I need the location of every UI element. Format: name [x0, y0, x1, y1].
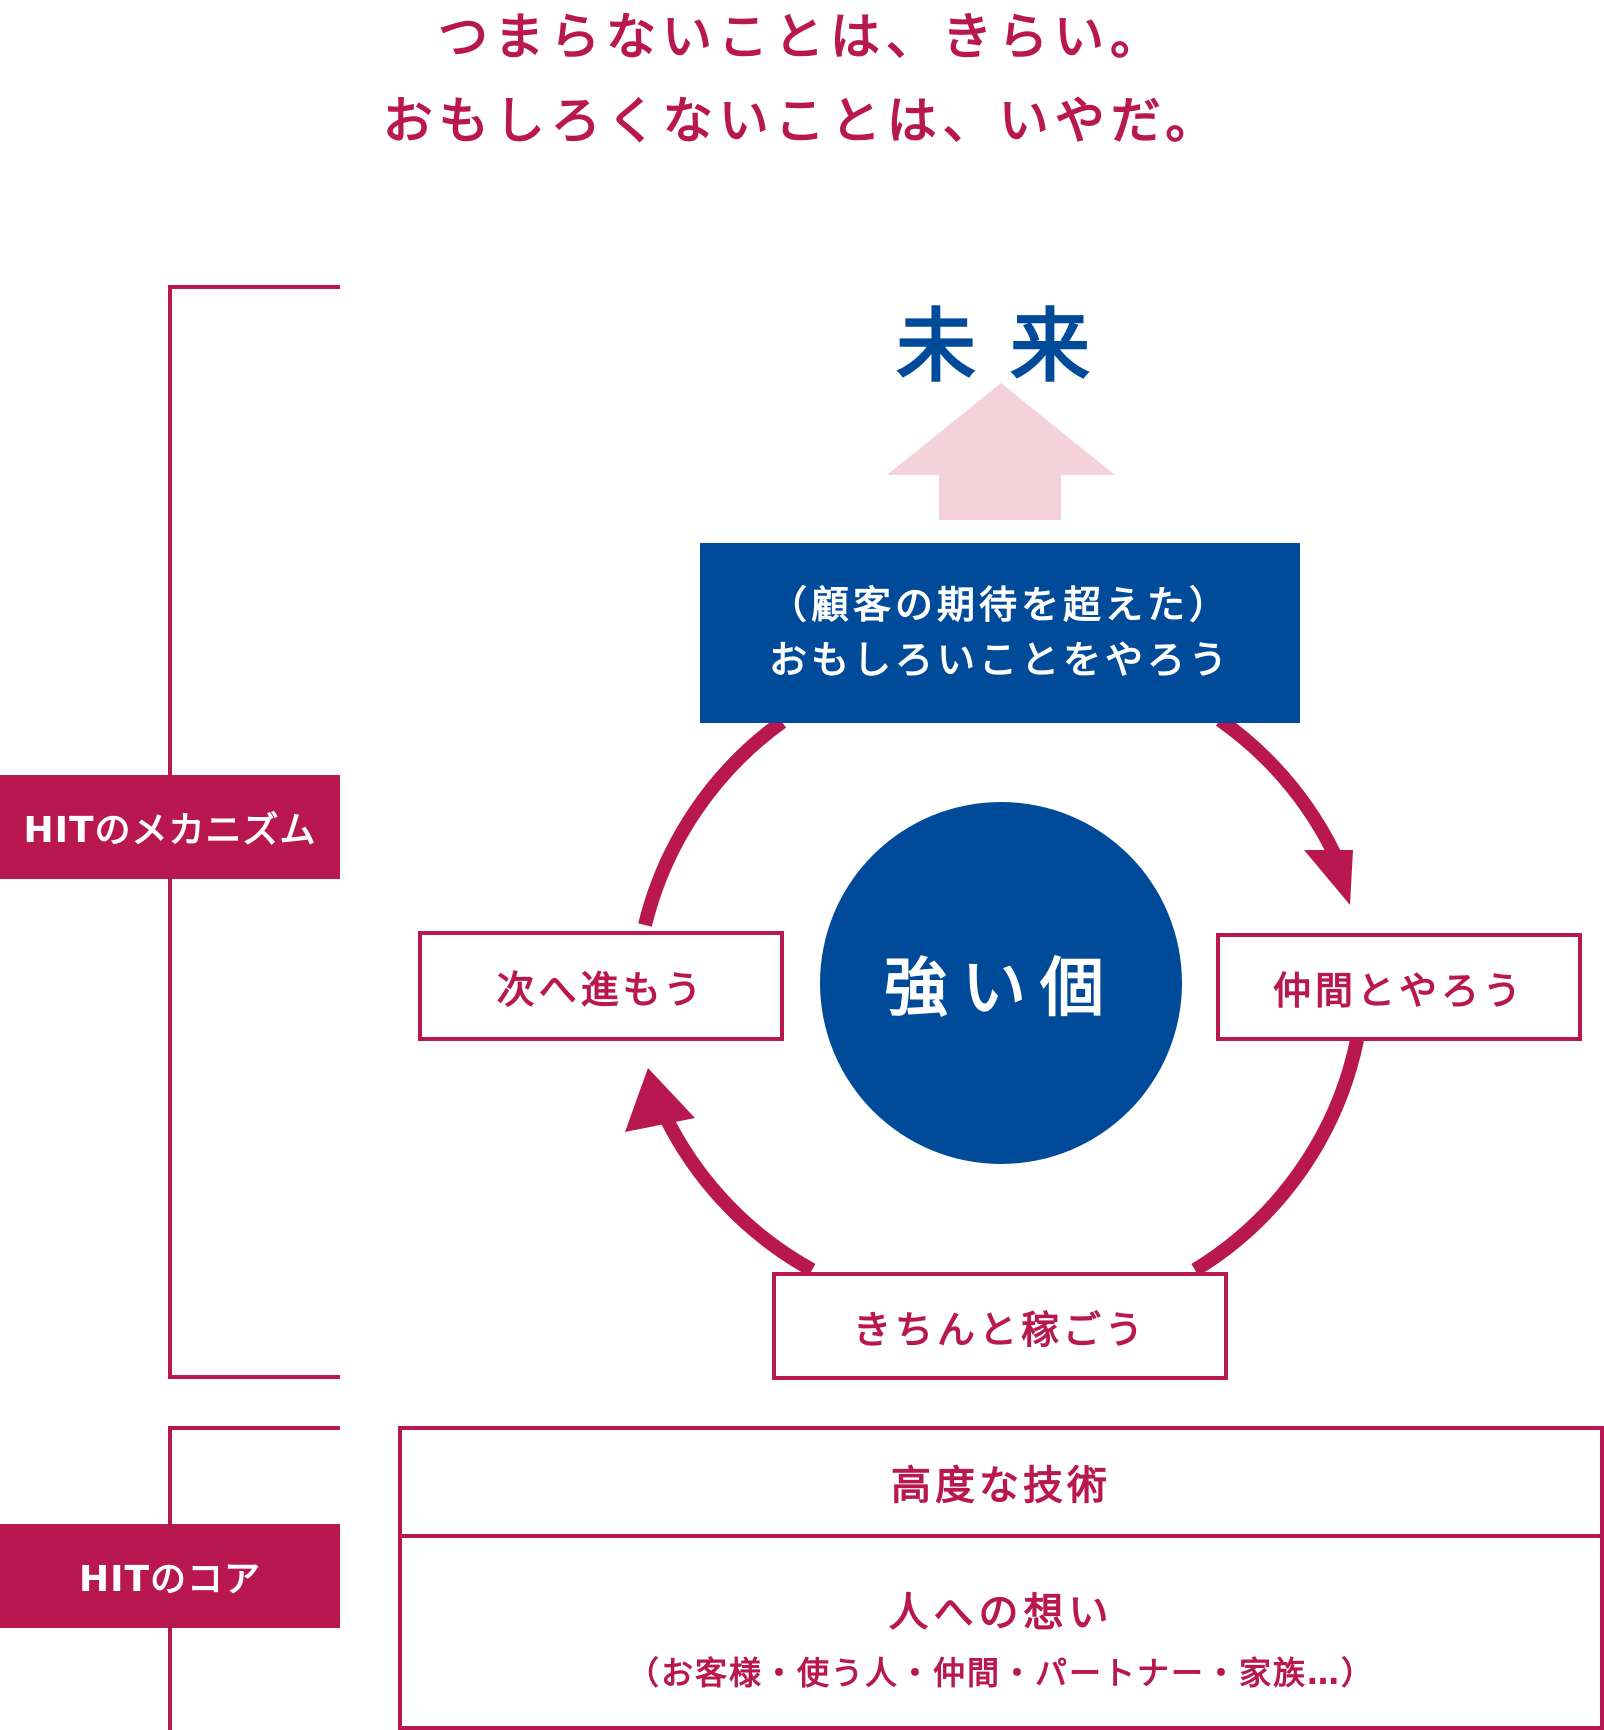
core-table: 高度な技術 人への想い （お客様・使う人・仲間・パートナー・家族…）	[398, 1426, 1604, 1730]
headline-line-2: おもしろくないことは、いやだ。	[382, 92, 1222, 150]
step-team-box: 仲間とやろう	[1216, 933, 1582, 1041]
step-earn-label: きちんと稼ごう	[852, 1307, 1147, 1352]
cycle-arrowhead-right	[1304, 850, 1353, 905]
cycle-arrowhead-left	[625, 1068, 695, 1132]
cycle-arc-bottom-left	[653, 1102, 816, 1277]
goal-line-2: おもしろいことをやろう	[768, 638, 1231, 682]
future-label: 未来	[896, 300, 1124, 393]
step-next-box: 次へ進もう	[418, 931, 784, 1041]
step-next-label: 次へ進もう	[496, 967, 706, 1012]
core-item-people-sub: （お客様・使う人・仲間・パートナー・家族…）	[626, 1654, 1375, 1692]
goal-box: （顧客の期待を超えた） おもしろいことをやろう	[700, 543, 1300, 723]
core-item-technology: 高度な技術	[402, 1430, 1600, 1538]
headline-line-1: つまらないことは、きらい。	[438, 8, 1166, 66]
core-item-people: 人への想い （お客様・使う人・仲間・パートナー・家族…）	[402, 1538, 1600, 1728]
mechanism-label: HITのメカニズム	[0, 775, 340, 879]
center-label: 強い個	[884, 952, 1118, 1026]
future-arrow	[887, 383, 1115, 520]
goal-line-1: （顧客の期待を超えた）	[768, 582, 1231, 627]
step-team-label: 仲間とやろう	[1272, 968, 1525, 1013]
core-item-people-title: 人への想い	[888, 1590, 1114, 1636]
core-bracket	[168, 1426, 340, 1730]
step-earn-box: きちんと稼ごう	[772, 1272, 1228, 1380]
core-label: HITのコア	[0, 1524, 340, 1628]
core-individual-circle: 強い個	[820, 802, 1182, 1164]
cycle-arc-right-bottom	[1191, 1038, 1364, 1276]
cycle-arc-left-top	[638, 716, 787, 927]
core-item-technology-label: 高度な技術	[891, 1463, 1111, 1509]
